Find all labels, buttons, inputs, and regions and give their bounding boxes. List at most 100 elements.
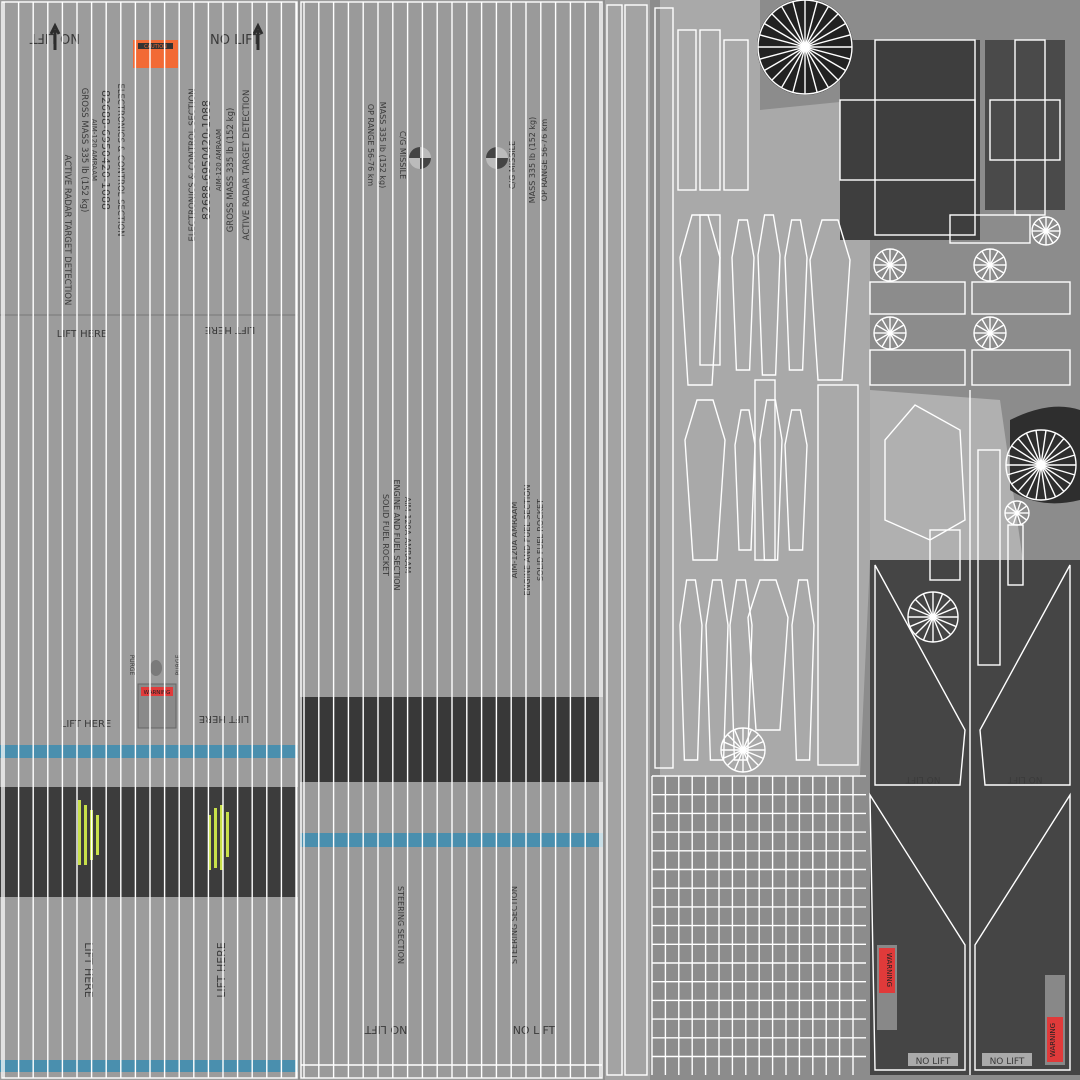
stencil-text: MASS 335 lb (152 kg) bbox=[528, 117, 537, 204]
uv-edge bbox=[1007, 454, 1042, 466]
uv-edge bbox=[922, 593, 934, 618]
uv-edge bbox=[889, 332, 905, 342]
uv-island bbox=[791, 579, 815, 761]
stencil-text: AIM-120 AMRAAM bbox=[90, 119, 98, 181]
uv-edge bbox=[1016, 512, 1028, 521]
uv-edge bbox=[804, 22, 847, 48]
purge-port bbox=[150, 660, 162, 676]
no-lift-label: NO LIFT bbox=[513, 1024, 556, 1037]
uv-edge bbox=[932, 616, 944, 641]
uv-island bbox=[839, 99, 976, 181]
arrow-up-icon bbox=[252, 22, 264, 50]
stencil-text: STEERING SECTION bbox=[396, 886, 405, 964]
uv-edge bbox=[759, 46, 806, 60]
uv-island bbox=[809, 219, 851, 381]
stencil-text: STEERING SECTION bbox=[510, 886, 519, 964]
uv-edge bbox=[1011, 445, 1042, 466]
uv-edge bbox=[1016, 505, 1028, 514]
stencil-text: OP RANGE 56-76 km bbox=[540, 119, 549, 202]
uv-edge bbox=[881, 332, 891, 348]
warning-header bbox=[141, 687, 173, 696]
uv-island bbox=[677, 29, 697, 191]
uv-edge bbox=[722, 740, 744, 751]
lift-here-label: LIFT HERE bbox=[57, 329, 108, 340]
dark-band bbox=[0, 787, 298, 897]
purge-label: PURGE bbox=[128, 655, 135, 676]
uv-island bbox=[869, 792, 966, 1071]
uv-edge bbox=[1040, 454, 1075, 466]
uv-edge bbox=[1040, 464, 1071, 485]
uv-edge bbox=[881, 250, 891, 266]
no-lift-label: NO LIFT bbox=[916, 1057, 951, 1067]
uv-edge bbox=[742, 749, 760, 767]
uv-edge bbox=[1016, 512, 1022, 525]
uv-edge bbox=[1017, 438, 1042, 466]
uv-edge bbox=[1045, 218, 1054, 232]
uv-edge bbox=[742, 749, 764, 760]
uv-edge bbox=[889, 264, 905, 274]
uv-edge bbox=[981, 264, 991, 280]
uv-edge bbox=[1040, 438, 1065, 466]
uv-edge bbox=[1040, 464, 1065, 492]
uv-edge bbox=[975, 256, 991, 266]
uv-edge bbox=[989, 318, 999, 334]
uv-island bbox=[817, 384, 859, 766]
uv-edge bbox=[1012, 501, 1018, 514]
uv-island bbox=[989, 99, 1061, 161]
uv-island bbox=[979, 564, 1071, 786]
uv-island bbox=[723, 39, 749, 191]
dark-parts-area bbox=[985, 40, 1065, 210]
lift-here-label: LIFT HERE bbox=[199, 713, 250, 724]
uv-edge bbox=[1038, 218, 1047, 232]
uv-island bbox=[734, 409, 756, 551]
no-lift-label: NO LIFT bbox=[990, 1057, 1025, 1067]
uv-edge bbox=[989, 324, 1005, 334]
uv-edge bbox=[889, 332, 899, 348]
uv-edge bbox=[780, 5, 806, 48]
uv-island bbox=[606, 4, 623, 1076]
uv-edge bbox=[742, 740, 764, 751]
uv-edge bbox=[1040, 464, 1057, 498]
stencil-text: ENGINE AND FUEL SECTION bbox=[523, 484, 532, 595]
uv-edge bbox=[1045, 230, 1059, 239]
uv-island bbox=[684, 399, 726, 561]
uv-island bbox=[949, 214, 1031, 244]
uv-island bbox=[784, 219, 808, 371]
uv-edge bbox=[914, 598, 934, 618]
uv-edge bbox=[1035, 430, 1042, 466]
uv-island bbox=[971, 281, 1071, 315]
uv-island bbox=[731, 219, 755, 371]
stencil-text: OP RANGE 56-76 km bbox=[366, 104, 375, 187]
stencil-text: 82688-6950420-1088 bbox=[200, 100, 213, 220]
panel-strip bbox=[605, 0, 650, 1080]
uv-edge bbox=[804, 46, 818, 93]
uv-edge bbox=[1033, 230, 1047, 239]
warning-label: WARNING bbox=[1049, 1023, 1057, 1057]
dark-parts-area bbox=[840, 40, 980, 240]
uv-edge bbox=[792, 46, 806, 93]
uv-edge bbox=[771, 46, 806, 81]
no-lift-plate bbox=[908, 1053, 958, 1066]
uv-island bbox=[1, 1, 298, 1079]
uv-edge bbox=[780, 46, 806, 89]
uv-edge bbox=[792, 1, 806, 48]
uv-edge bbox=[1017, 464, 1042, 492]
uv-edge bbox=[1040, 464, 1075, 476]
uv-edge bbox=[875, 332, 891, 342]
uv-edge bbox=[722, 749, 744, 760]
uv-edge bbox=[1038, 230, 1047, 244]
cg-marker-icon bbox=[409, 147, 431, 169]
uv-edge bbox=[922, 616, 934, 641]
uv-island bbox=[977, 449, 1001, 666]
uv-island bbox=[699, 29, 721, 191]
uv-edge bbox=[1045, 230, 1054, 244]
arrow-up-icon bbox=[49, 22, 61, 50]
uv-edge bbox=[742, 733, 760, 751]
uv-edge bbox=[1025, 464, 1042, 498]
uv-edge bbox=[889, 250, 899, 266]
uv-edge bbox=[875, 324, 891, 334]
uv-edge bbox=[1035, 464, 1042, 500]
uv-edge bbox=[932, 606, 957, 618]
uv-island bbox=[757, 214, 781, 376]
